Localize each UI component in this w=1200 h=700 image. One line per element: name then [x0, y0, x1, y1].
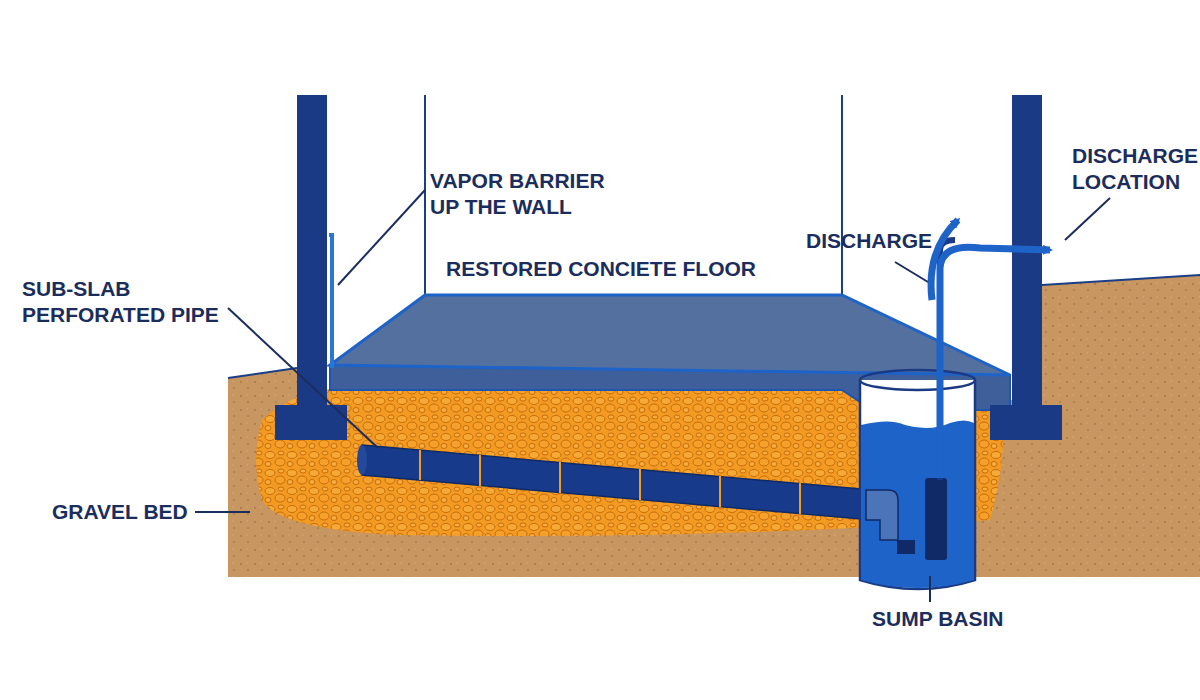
- sump-pump: [925, 478, 947, 560]
- vapor-barrier: [329, 235, 332, 368]
- part-label: RESTORED CONCIETE FLOOR: [446, 256, 826, 282]
- leader-lines: [195, 190, 1110, 602]
- part-label: DISCHARGE: [806, 228, 946, 254]
- sump-water: [861, 421, 974, 589]
- perforated-pipe: [362, 445, 872, 520]
- discharge-arrow: [940, 247, 1050, 478]
- part-label: GRAVEL BED: [52, 499, 192, 525]
- concrete-slab: [330, 295, 1010, 375]
- part-label: SUMP BASIN: [872, 606, 1032, 632]
- part-label: VAPOR BARRIER UP THE WALL: [430, 168, 630, 220]
- soil: [1042, 275, 1200, 577]
- discharge-flow-arrow: [931, 220, 958, 300]
- sump-basin: [860, 370, 975, 390]
- part-label: SUB-SLAB PERFORATED PIPE: [22, 276, 222, 328]
- footing: [990, 405, 1062, 440]
- part-label: DISCHARGE LOCATION: [1072, 143, 1200, 195]
- foundation-wall: [297, 95, 327, 407]
